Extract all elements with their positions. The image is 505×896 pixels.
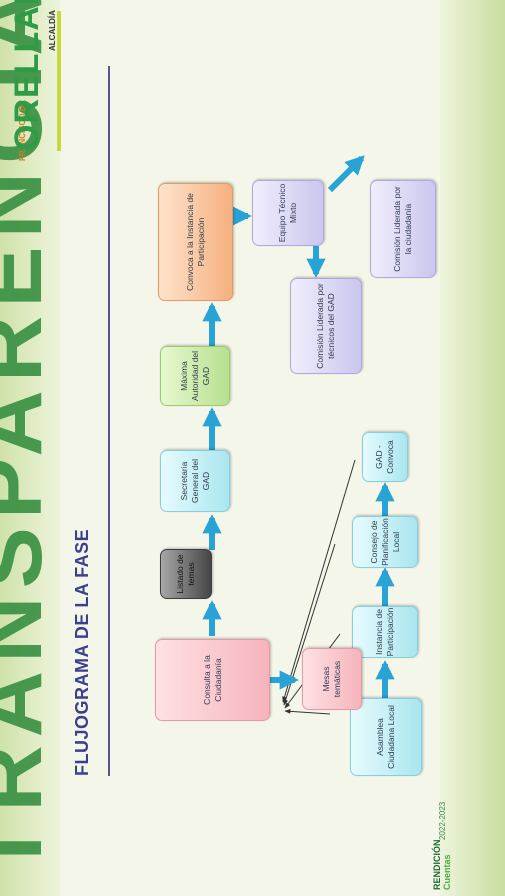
thin-arrow-gad <box>282 459 356 703</box>
node-instancia-label: Instancia de Participación <box>374 607 395 657</box>
node-asamblea: Asamblea Ciudadana Local <box>350 698 422 776</box>
node-asamblea-label: Asamblea Ciudadana Local <box>375 705 396 769</box>
node-comision-ciudadania-label: Comisión Liderada por la ciudadanía <box>392 186 413 272</box>
node-gad-convoca: GAD - Convoca <box>362 432 408 482</box>
node-comision-tecnicos: Comisión Liderada por técnicos del GAD <box>290 278 362 374</box>
node-comision-ciudadania: Comisión Liderada por la ciudadanía <box>370 180 436 278</box>
node-comision-tecnicos-label: Comisión Liderada por técnicos del GAD <box>315 283 336 369</box>
arrow-equipo-ciudadania <box>327 155 365 193</box>
node-secretaria-label: Secretaria General del GAD <box>178 459 211 503</box>
node-instancia: Instancia de Participación <box>352 606 418 658</box>
node-mesas: Mesas temáticas <box>302 648 362 710</box>
node-equipo: Equipo Técnico Mixto <box>252 180 324 246</box>
node-gad-convoca-label: GAD - Convoca <box>374 440 395 474</box>
node-convoca-instancia: Convoca a la Instancia de Participación <box>158 183 233 301</box>
node-mesas-label: Mesas temáticas <box>321 660 342 698</box>
node-secretaria: Secretaria General del GAD <box>160 450 230 512</box>
node-convoca-instancia-label: Convoca a la Instancia de Participación <box>184 193 206 291</box>
node-listado-label: Listado de temas <box>175 554 196 594</box>
node-consejo-label: Consejo de Planificación Local <box>368 518 401 566</box>
node-maxima: Máxima Autoridad del GAD <box>160 346 230 406</box>
node-consulta-label: Consulta a la Ciudadanía <box>201 655 223 705</box>
node-consulta: Consulta a la Ciudadanía <box>155 639 270 721</box>
node-listado: Listado de temas <box>160 549 212 599</box>
node-equipo-label: Equipo Técnico Mixto <box>277 183 298 243</box>
node-maxima-label: Máxima Autoridad del GAD <box>178 350 211 402</box>
thin-arrow-asamblea <box>284 708 331 715</box>
node-consejo: Consejo de Planificación Local <box>352 516 418 568</box>
